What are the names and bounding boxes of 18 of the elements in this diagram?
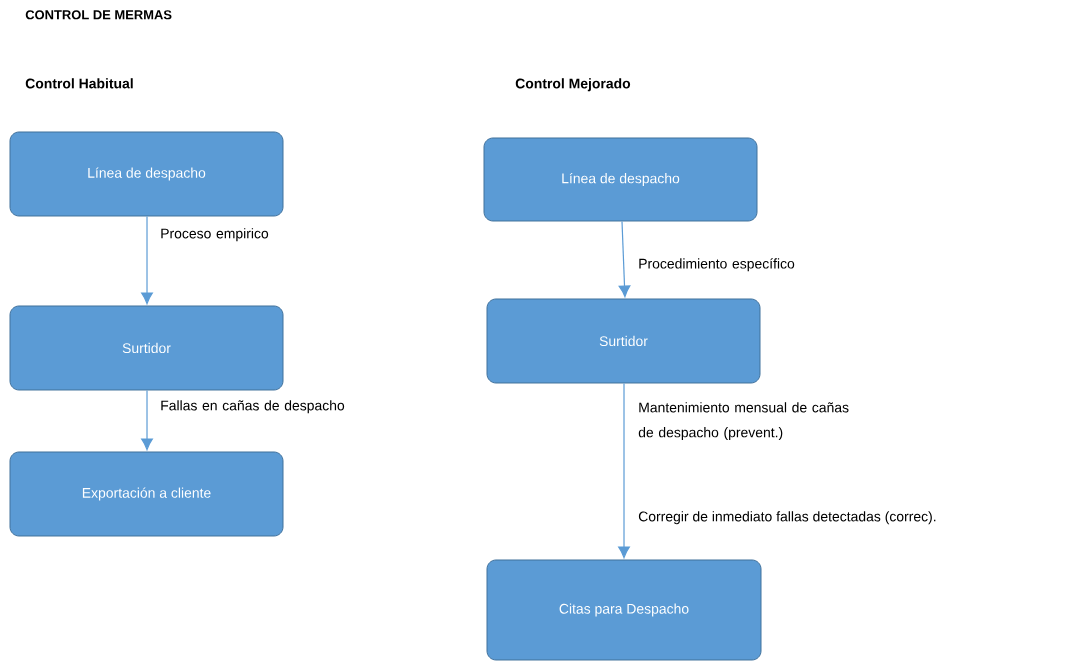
arrow (618, 382, 630, 559)
note: Corregir de inmediato fallas detectadas (correc). (638, 511, 936, 525)
arrow (141, 215, 153, 305)
edge-label: Procedimiento específico (639, 258, 795, 272)
process-box: Línea de despacho (9, 131, 284, 217)
process-box: Línea de despacho (483, 137, 758, 222)
section-heading: Control Mejorado (515, 78, 631, 92)
title: CONTROL DE MERMAS (25, 10, 172, 20)
section-heading: Control Habitual (25, 78, 133, 89)
process-box: Citas para Despacho (486, 559, 762, 661)
process-box: Surtidor (9, 305, 284, 391)
edge-label: Mantenimiento mensual de cañas de despacho (prevent.) (638, 402, 849, 441)
edge-label: Fallas en cañas de despacho (161, 400, 345, 414)
edge-label: Proceso empirico (161, 228, 269, 242)
arrow (141, 389, 153, 451)
process-box: Exportación a cliente (9, 451, 284, 537)
process-box: Surtidor (486, 298, 761, 384)
arrow (618, 220, 631, 298)
